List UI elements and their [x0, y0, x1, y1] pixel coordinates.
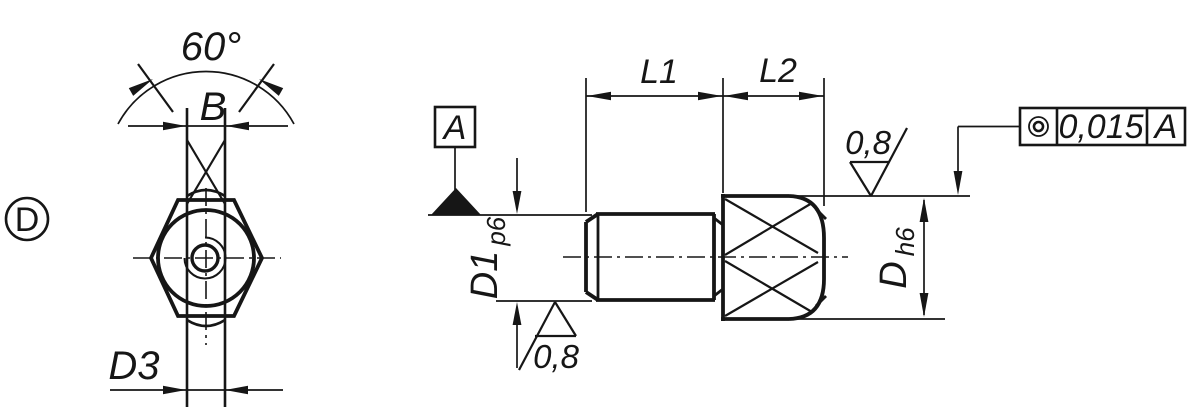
angle-dimension-arc [117, 70, 295, 125]
fcf-datum-reference: A [1153, 108, 1178, 146]
l1-arrow-right-icon [698, 91, 722, 101]
datum-frame-label: A [442, 109, 467, 147]
d3-arrow-left-icon [163, 385, 186, 395]
flat-cross-lower-2 [724, 261, 819, 317]
flat-cross-lower-1 [724, 260, 813, 313]
roughness-top-label: 0,8 [845, 124, 892, 161]
b-arrow-right-icon [226, 121, 249, 131]
d1-dimension-label: D1p6 [464, 216, 511, 299]
counterbore-arc [183, 236, 227, 280]
d-dimension-label: Dh6 [873, 227, 920, 289]
concentricity-icon [1028, 116, 1049, 137]
d1-arrow-down-icon [512, 191, 522, 214]
l1-dimension-label: L1 [640, 53, 678, 91]
roughness-top-leg-short [849, 161, 872, 197]
d1-arrow-up-icon [512, 302, 522, 325]
view-label: D [15, 201, 40, 239]
datum-triangle-icon [431, 188, 481, 215]
dome-outline [788, 194, 826, 321]
roughness-top-leg-long [870, 127, 908, 197]
chamfer-extension-right [238, 63, 275, 113]
angle-dimension-label: 60° [181, 25, 242, 69]
angle-arrow-right-icon [259, 79, 284, 96]
roughness-bottom-leg-short [554, 301, 577, 337]
dome-chamfer-bottom [815, 295, 827, 307]
d3-dimension-label: D3 [108, 344, 159, 388]
feature-control-frame [1018, 106, 1187, 147]
pin-chamfer-top [584, 212, 600, 224]
roughness-bottom-label: 0,8 [533, 338, 580, 375]
l1-arrow-left-icon [587, 91, 611, 101]
d-arrow-down-icon [919, 293, 929, 317]
chamfer-extension-left [137, 63, 174, 113]
l2-dimension-label: L2 [759, 52, 797, 90]
pin-chamfer-bottom [584, 290, 600, 302]
fcf-tolerance-value: 0,015 [1058, 108, 1143, 146]
view-label-circle [4, 196, 50, 242]
side-view: A D1p6 [428, 52, 1187, 375]
l2-arrow-right-icon [799, 91, 823, 101]
end-view: D 60° B D3 [4, 25, 295, 407]
d3-arrow-right-icon [225, 385, 248, 395]
roughness-bottom-leg-long [518, 301, 556, 371]
d-arrow-up-icon [919, 198, 929, 222]
angle-arrow-left-icon [128, 79, 153, 96]
b-arrow-left-icon [163, 121, 186, 131]
flat-cross-upper-2 [724, 202, 813, 256]
b-dimension-label: B [200, 85, 227, 129]
dome-chamfer-top [815, 208, 827, 220]
l2-arrow-left-icon [724, 91, 748, 101]
fcf-leader-arrow-icon [953, 171, 963, 195]
